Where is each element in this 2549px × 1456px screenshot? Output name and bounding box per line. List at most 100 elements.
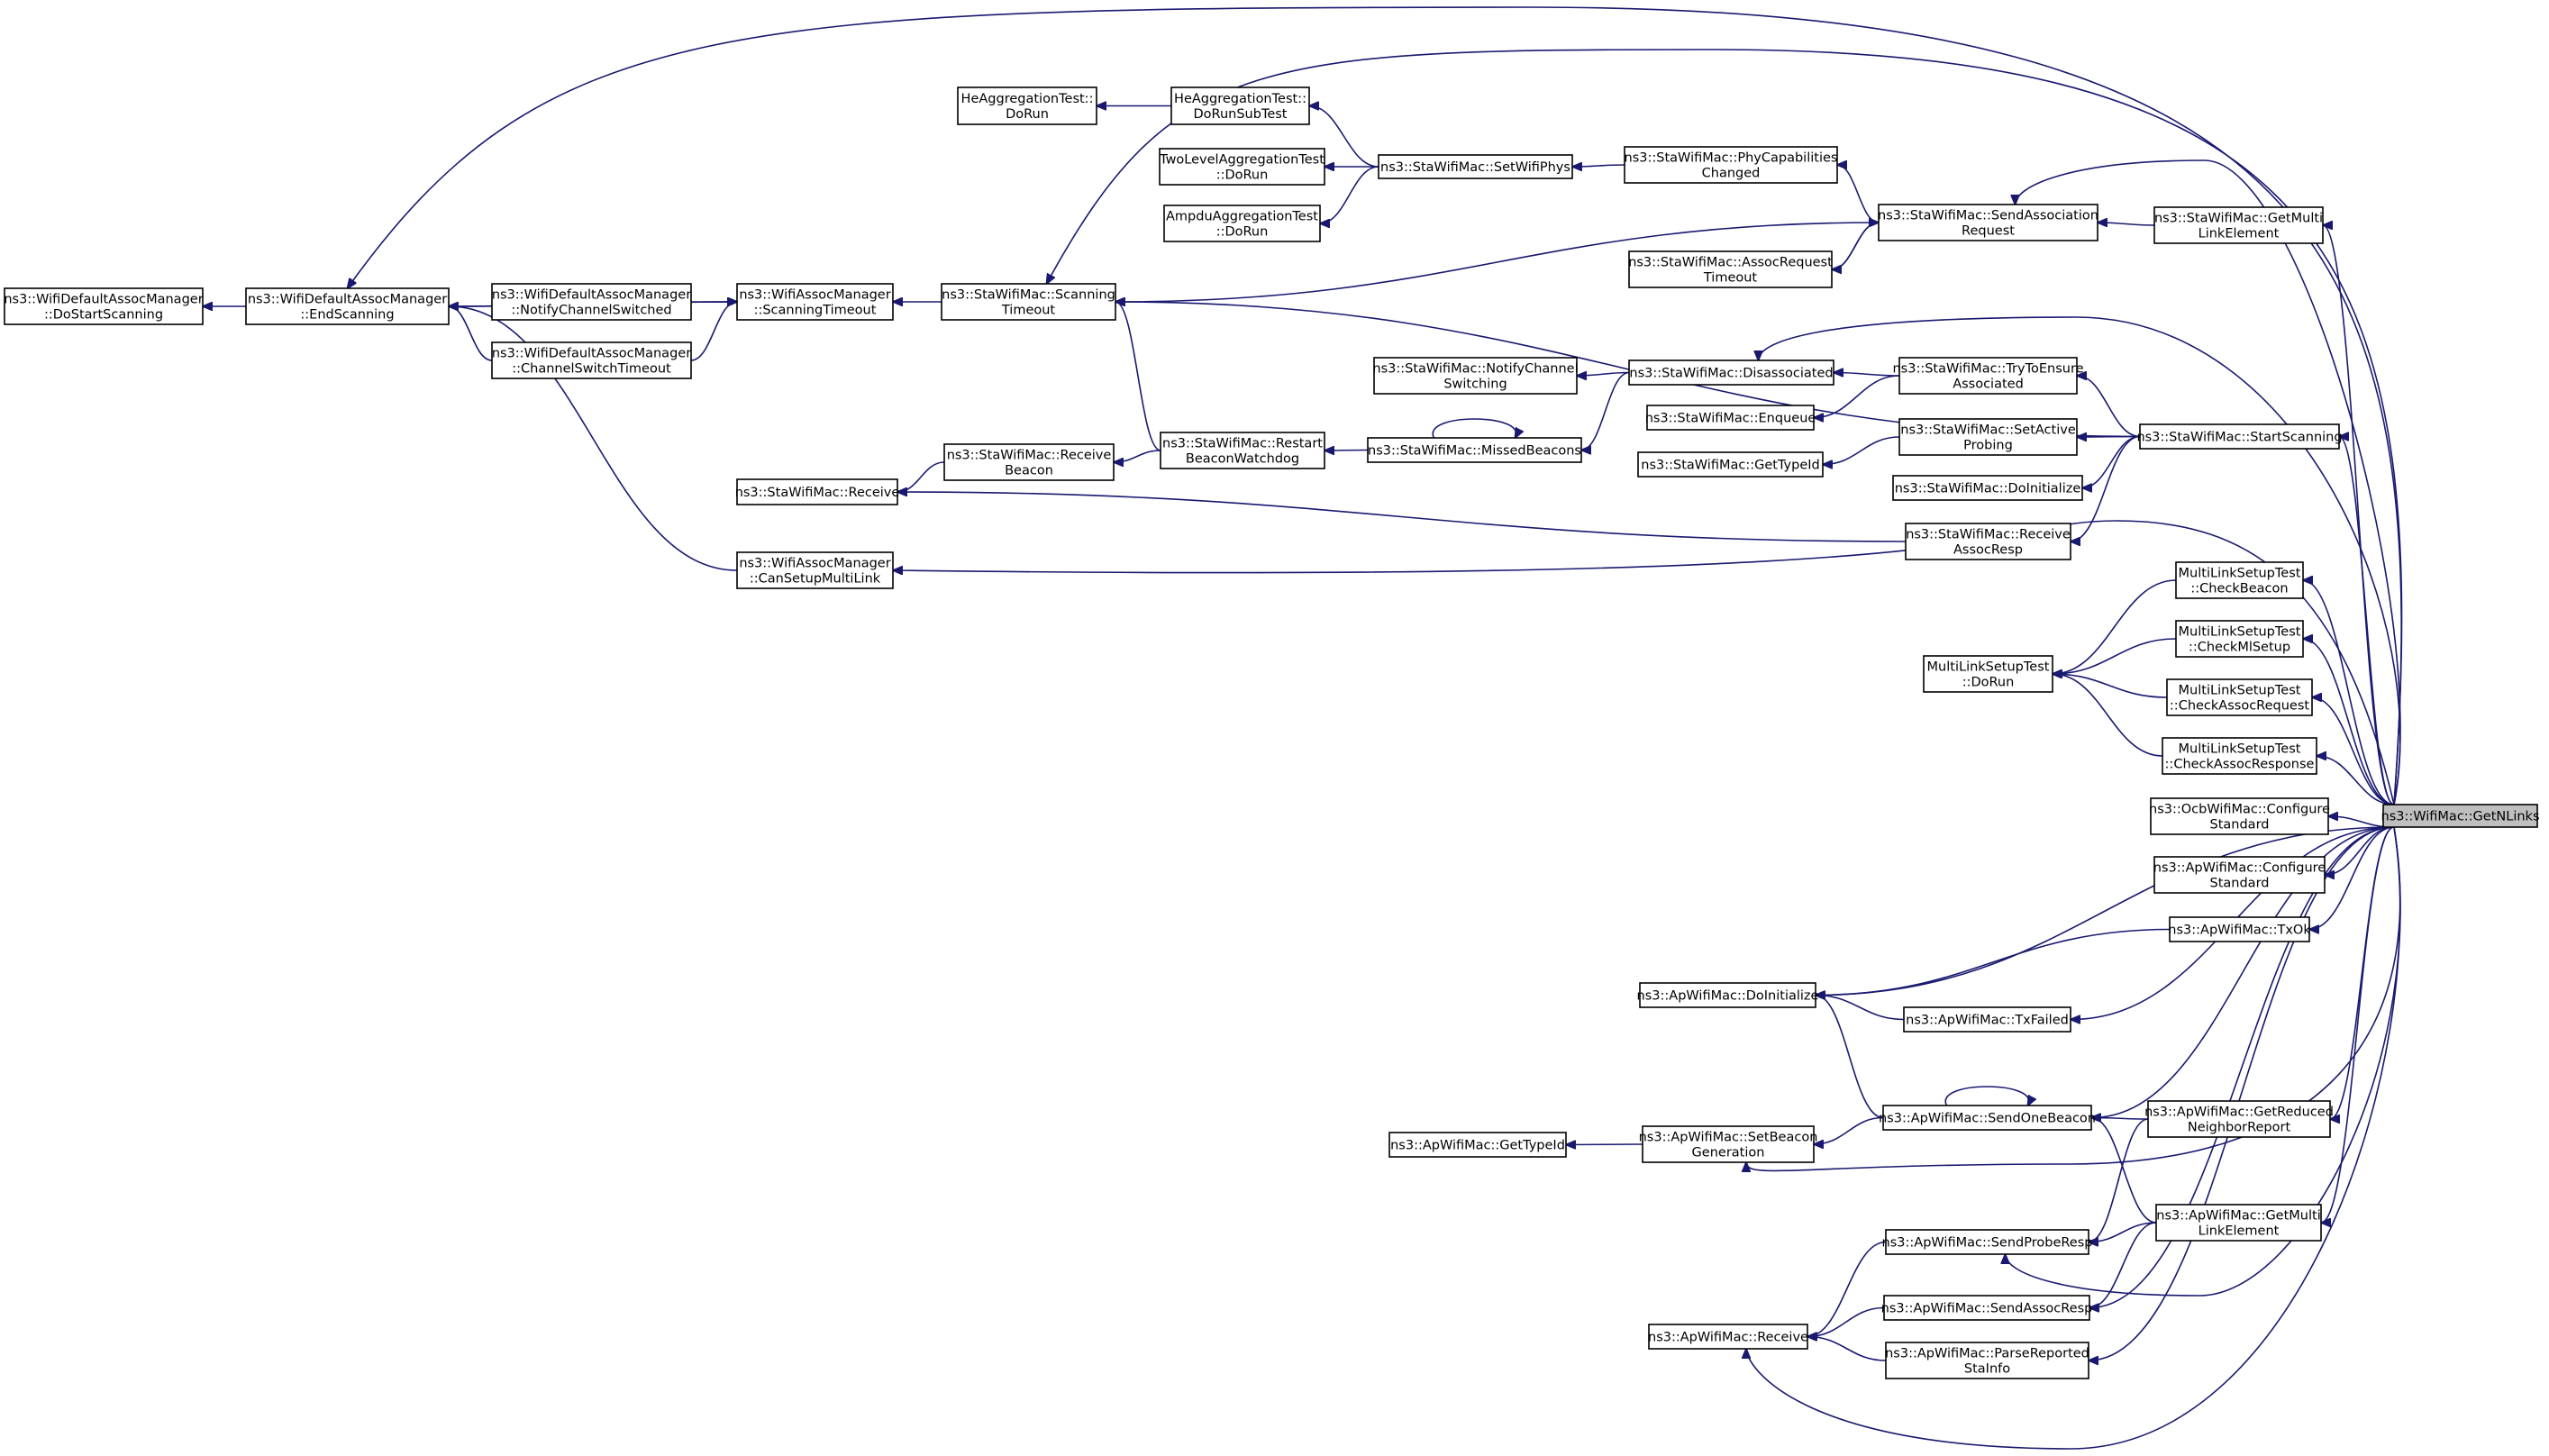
node-enqueue[interactable]: ns3::StaWifiMac::Enqueue <box>1645 405 1816 431</box>
node-apreceive[interactable]: ns3::ApWifiMac::Receive <box>1648 1324 1808 1350</box>
node-cansetupmultilink[interactable]: ns3::WifiAssocManager::CanSetupMultiLink <box>736 551 894 589</box>
node-label-line: TwoLevelAggregationTest <box>1159 153 1325 168</box>
node-scanningtimeoutmgr[interactable]: ns3::WifiAssocManager::ScanningTimeout <box>736 283 894 321</box>
node-dostartscanning[interactable]: ns3::WifiDefaultAssocManager::DoStartSca… <box>4 287 204 325</box>
node-label-line: ns3::ApWifiMac::SendAssocResp <box>1881 1302 2093 1316</box>
node-label-line: Timeout <box>1703 271 1758 286</box>
edge-getnlinks-to-aptxok <box>2309 826 2395 930</box>
node-checkmlsetup[interactable]: MultiLinkSetupTest::CheckMlSetup <box>2175 620 2304 658</box>
node-apgettypeid[interactable]: ns3::ApWifiMac::GetTypeId <box>1388 1132 1567 1158</box>
node-box <box>1898 357 2078 395</box>
node-notifychannelswitched[interactable]: ns3::WifiDefaultAssocManager::NotifyChan… <box>491 283 692 321</box>
node-box <box>1905 523 2071 560</box>
node-box <box>2155 1204 2322 1242</box>
node-channelswitchtimeout[interactable]: ns3::WifiDefaultAssocManager::ChannelSwi… <box>491 341 692 379</box>
edge-line <box>1816 928 2171 996</box>
edge-line <box>2053 638 2177 674</box>
edge-line <box>2053 579 2177 674</box>
node-hedorun[interactable]: HeAggregationTest::DoRun <box>957 86 1097 125</box>
node-label-line: ns3::ApWifiMac::Configure <box>2153 861 2326 876</box>
node-checkassocreq[interactable]: MultiLinkSetupTest::CheckAssocRequest <box>2166 678 2313 716</box>
node-getnlinks[interactable]: ns3::WifiMac::GetNLinks <box>2381 804 2540 828</box>
node-apdoinitialize[interactable]: ns3::ApWifiMac::DoInitialize <box>1637 982 1819 1008</box>
node-label-line: Generation <box>1692 1146 1765 1160</box>
node-setwifiphys[interactable]: ns3::StaWifiMac::SetWifiPhys <box>1378 154 1573 179</box>
node-label-line: Standard <box>2210 877 2270 891</box>
node-label-line: HeAggregationTest:: <box>1174 92 1306 106</box>
edge-line <box>2089 1222 2157 1308</box>
node-missedbeacons[interactable]: ns3::StaWifiMac::MissedBeacons <box>1367 437 1582 463</box>
node-label-line: MultiLinkSetupTest <box>2179 684 2301 698</box>
edge-aptxfailed-to-apdoinitialize <box>1816 996 1905 1021</box>
edge-getnlinks-to-endscanning <box>348 6 2402 805</box>
node-box <box>245 287 450 325</box>
node-aptxfailed[interactable]: ns3::ApWifiMac::TxFailed <box>1903 1006 2071 1033</box>
node-label-line: ::ScanningTimeout <box>754 304 877 318</box>
node-label-line: StaInfo <box>1964 1362 2010 1377</box>
node-endscanning[interactable]: ns3::WifiDefaultAssocManager::EndScannin… <box>245 287 450 325</box>
node-checkbeacon[interactable]: MultiLinkSetupTest::CheckBeacon <box>2175 561 2304 599</box>
node-multilinkdorun[interactable]: MultiLinkSetupTest::DoRun <box>1923 655 2053 693</box>
node-label-line: ns3::StaWifiMac::Receive <box>735 486 900 500</box>
node-stascanningtimeout[interactable]: ns3::StaWifiMac::ScanningTimeout <box>941 283 1116 321</box>
node-checkassocresp[interactable]: MultiLinkSetupTest::CheckAssocResponse <box>2162 737 2317 775</box>
edge-line <box>1432 418 1516 438</box>
node-sendproberesp[interactable]: ns3::ApWifiMac::SendProbeResp <box>1882 1229 2093 1255</box>
edge-disassociated-to-missedbeacons <box>1581 371 1630 450</box>
node-ampdudorun[interactable]: AmpduAggregationTest::DoRun <box>1163 205 1321 242</box>
edge-receivebeacon-to-stareceive <box>897 461 945 492</box>
node-stareceive[interactable]: ns3::StaWifiMac::Receive <box>735 478 900 505</box>
edge-line <box>1816 996 1884 1119</box>
edge-restartbeacon-to-stascanningtimeout <box>1115 302 1161 451</box>
node-label-line: ns3::WifiDefaultAssocManager <box>248 293 447 307</box>
node-sendassocresp[interactable]: ns3::ApWifiMac::SendAssocResp <box>1881 1295 2093 1321</box>
node-box <box>736 478 898 505</box>
node-box <box>491 283 692 321</box>
edge-getnlinks-to-sendassocresp <box>2089 826 2395 1308</box>
node-startscanning[interactable]: ns3::StaWifiMac::StartScanning <box>2136 423 2343 450</box>
edge-line <box>1759 316 2401 805</box>
node-stagettypeid[interactable]: ns3::StaWifiMac::GetTypeId <box>1637 451 1824 478</box>
node-twoleveldorun[interactable]: TwoLevelAggregationTest::DoRun <box>1159 148 1325 186</box>
node-stadoinitialize[interactable]: ns3::StaWifiMac::DoInitialize <box>1892 475 2083 501</box>
node-label-line: ::NotifyChannelSwitched <box>511 304 671 318</box>
edge-phycap-to-setwifiphys <box>1572 165 1625 167</box>
node-sendonebeacon[interactable]: ns3::ApWifiMac::SendOneBeacon <box>1879 1105 2096 1131</box>
edge-line <box>2053 674 2163 757</box>
node-hedorunsubtest[interactable]: HeAggregationTest::DoRunSubTest <box>1170 86 1310 125</box>
node-label-line: HeAggregationTest:: <box>961 92 1094 106</box>
node-label-line: ns3::ApWifiMac::SetBeacon <box>1639 1131 1818 1145</box>
node-label-line: ns3::StaWifiMac::Receive <box>1906 528 2071 542</box>
node-box <box>1639 982 1816 1008</box>
edge-getnlinks-to-apreceive <box>1746 826 2401 1450</box>
node-label-line: Switching <box>1443 378 1507 392</box>
node-label-line: ns3::StaWifiMac::PhyCapabilities <box>1625 151 1838 166</box>
edge-line <box>1944 1086 2029 1106</box>
node-box <box>736 551 894 589</box>
node-disassociated[interactable]: ns3::StaWifiMac::Disassociated <box>1628 359 1834 386</box>
node-label-line: ::DoRun <box>1216 225 1269 240</box>
node-aptxok[interactable]: ns3::ApWifiMac::TxOk <box>2168 916 2311 942</box>
node-box <box>957 86 1097 125</box>
node-label-line: ns3::ApWifiMac::SendProbeResp <box>1882 1236 2093 1251</box>
node-box <box>1903 1006 2071 1033</box>
node-label-line: Beacon <box>1005 464 1053 478</box>
node-label-line: ns3::ApWifiMac::TxFailed <box>1906 1014 2069 1028</box>
node-label-line: AmpduAggregationTest <box>1166 210 1318 224</box>
